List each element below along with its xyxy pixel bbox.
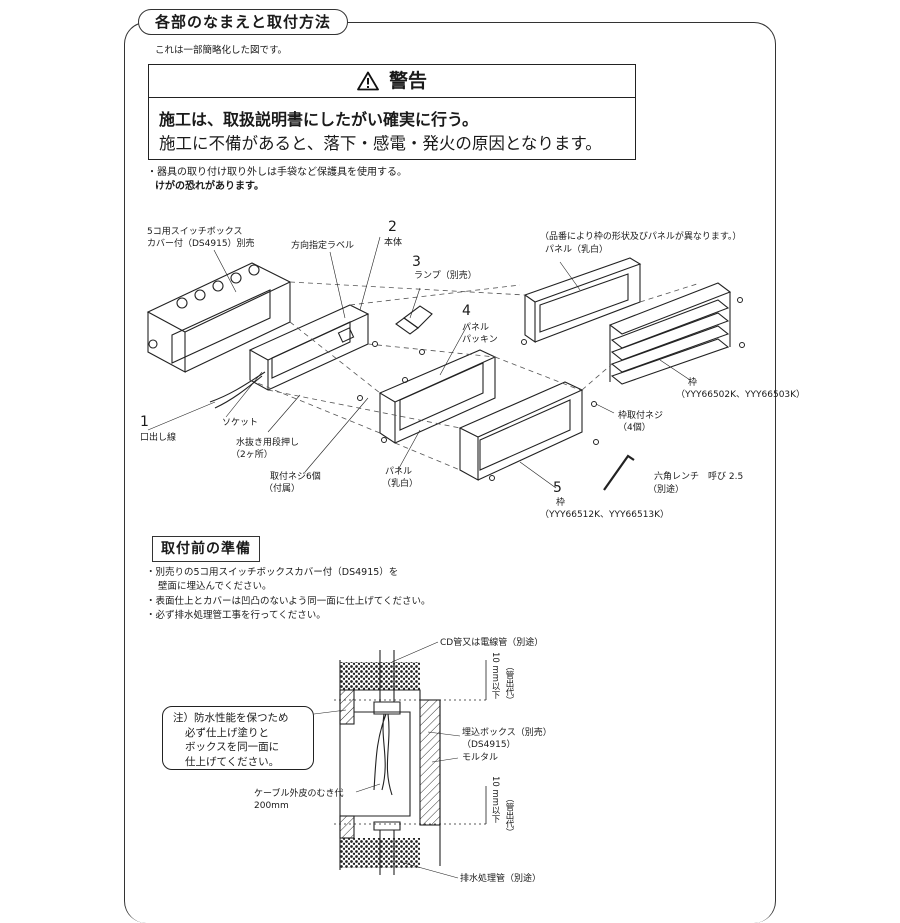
socket-label: ソケット	[222, 418, 259, 428]
cable-strip-label-1: ケーブル外皮のむき代	[254, 789, 344, 799]
callout-line-1: 注）防水性能を保つため	[173, 712, 289, 724]
mount-screws-label-2: （付属）	[264, 484, 301, 494]
waterproof-callout: 注）防水性能を保つため 必ず仕上げ塗りと ボックスを同一面に 仕上げてください。	[162, 706, 314, 770]
callout-line-4: 仕上げてください。	[185, 755, 280, 768]
lamp-label: ランプ（別売）	[414, 271, 477, 281]
section-frame	[124, 22, 776, 923]
hex-wrench-label-2: （別途）	[648, 485, 685, 495]
warning-line-2: 施工に不備があると、落下・感電・発火の原因となります。	[159, 134, 602, 153]
embed-box-label-2: （DS4915）	[462, 740, 516, 750]
switch-box-top	[146, 262, 292, 333]
drain-step-label-2: （2ヶ所）	[231, 450, 273, 460]
direction-label: 方向指定ラベル	[291, 241, 355, 251]
dim-bottom-note: （管出代）	[504, 794, 514, 837]
warning-heading: 警告	[388, 70, 427, 92]
packing-label-2: パッキン	[462, 335, 498, 345]
warning-heading-row: 警告	[149, 65, 635, 98]
simplified-note: これは一部簡略化した図です。	[155, 45, 288, 56]
frame-label: 枠	[556, 498, 566, 508]
body-label: 本体	[384, 238, 403, 248]
caution-line-1: ・器具の取り付け取り外しは手袋など保護具を使用する。	[147, 167, 407, 178]
part-number-1: 1	[140, 414, 149, 430]
cd-pipe-label: CD管又は電線管（別途）	[440, 638, 544, 648]
section-title: 各部のなまえと取付方法	[138, 9, 349, 35]
prep-line-2: 壁面に埋込んでください。	[158, 581, 272, 592]
part-number-4: 4	[462, 303, 471, 319]
switch-box-front	[147, 312, 186, 373]
panel-label-2: （乳白）	[382, 479, 419, 489]
cable-strip-label-2: 200mm	[254, 801, 289, 811]
packing-drawing	[378, 349, 497, 403]
lead-wire-label: 口出し線	[140, 433, 177, 443]
warning-triangle-icon	[357, 71, 379, 91]
prep-line-3: ・表面仕上とカバーは凹凸のないよう同一面に仕上げてください。	[146, 596, 431, 607]
switch-box-label-1: 5コ用スイッチボックス	[147, 227, 243, 237]
louver-frame-drawing	[608, 282, 732, 385]
warning-line-1: 施工は、取扱説明書にしたがい確実に行う。	[159, 110, 479, 129]
frame-screw-label-2: （4個）	[618, 423, 651, 433]
prep-title: 取付前の準備	[152, 536, 260, 562]
hex-wrench-drawing	[603, 454, 635, 491]
lamp-drawing	[403, 305, 433, 329]
louver-frame-models: （YYY66502K、YYY66503K）	[676, 390, 806, 400]
caution-line-2: けがの恐れがあります。	[155, 181, 264, 192]
callout-line-2: 必ず仕上げ塗りと	[185, 726, 269, 739]
warning-box: 警告 施工は、取扱説明書にしたがい確実に行う。 施工に不備があると、落下・感電・…	[148, 64, 636, 160]
part-number-2: 2	[388, 219, 397, 235]
frame-screw-label-1: 枠取付ネジ	[618, 411, 664, 421]
wall-section-drawing	[313, 641, 487, 879]
louver-frame-label: 枠	[688, 378, 698, 388]
dim-top-note: （管出代）	[504, 662, 514, 705]
dim-bottom-value: 10 mm以下	[490, 776, 500, 824]
dim-top-value: 10 mm以下	[490, 652, 500, 700]
switch-box-label-2: カバー付（DS4915）別売	[147, 239, 255, 249]
variant-panel-drawing	[523, 257, 642, 303]
drain-pipe-label: 排水処理管（別途）	[460, 874, 542, 884]
frame-models: （YYY66512K、YYY66513K）	[540, 510, 670, 520]
prep-line-1: ・別売りの5コ用スイッチボックスカバー付（DS4915）を	[146, 567, 399, 578]
hex-wrench-label-1: 六角レンチ 呼び 2.5	[654, 472, 744, 482]
switch-box-side	[184, 282, 291, 373]
variant-note: （品番により枠の形状及びパネルが異なります。）	[540, 232, 742, 242]
front-frame-drawing	[458, 381, 584, 438]
callout-line-3: ボックスを同一面に	[185, 741, 280, 753]
top-panel-label: パネル（乳白）	[545, 245, 609, 255]
drain-step-label-1: 水抜き用段押し	[236, 438, 300, 448]
part-number-3: 3	[412, 254, 421, 270]
panel-label-1: パネル	[385, 467, 413, 477]
packing-label-1: パネル	[462, 323, 490, 333]
prep-line-4: ・必ず排水処理管工事を行ってください。	[146, 610, 326, 621]
exploded-view-drawing	[146, 236, 745, 879]
mount-screws-label-1: 取付ネジ6個	[270, 472, 321, 482]
part-number-5: 5	[553, 480, 562, 496]
mortar-label: モルタル	[462, 753, 499, 763]
embed-box-label-1: 埋込ボックス（別売）	[462, 728, 552, 738]
